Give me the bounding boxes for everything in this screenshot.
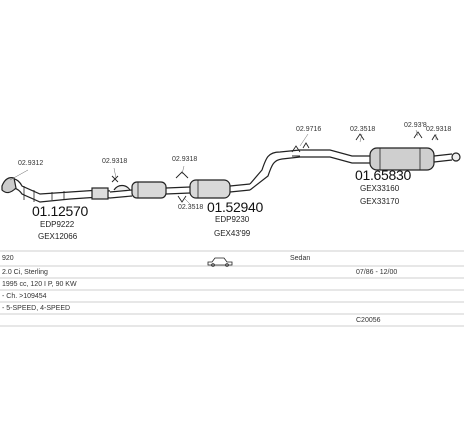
engine: 2.0 Ci, Sterling	[2, 269, 48, 276]
rear-silencer-drawing	[355, 131, 461, 171]
gearbox-note: - 5-SPEED, 4-SPEED	[2, 305, 71, 312]
middle-silencer-drawing	[109, 171, 251, 203]
leader-lines	[9, 129, 437, 205]
part-code: GEX12066	[38, 232, 78, 241]
front-pipe-drawing	[1, 177, 111, 203]
part-number: 01.12570	[32, 203, 88, 219]
fitting-code: 02.9318	[426, 126, 452, 133]
model-name: 920	[2, 255, 14, 262]
fitting-code: 02.3518	[350, 126, 376, 133]
part-code: EDP9230	[215, 215, 250, 224]
rear-pipe-drawing	[249, 142, 370, 191]
part-number: 01.52940	[207, 199, 263, 215]
car-icon	[207, 257, 233, 267]
production-period: 07/86 - 12/00	[356, 269, 398, 276]
part-code: GEX33160	[360, 184, 400, 193]
fitting-code: 02.9716	[296, 126, 322, 133]
fitting-code: 02.3518	[178, 204, 204, 211]
fitting-code: 02.9312	[18, 160, 44, 167]
catalog-code: C20056	[356, 317, 381, 324]
body-type: Sedan	[290, 255, 311, 262]
part-code: EDP9222	[40, 220, 75, 229]
engine-specs: 1995 cc, 120 I P, 90 KW	[2, 281, 77, 288]
chassis-note: - Ch. >109454	[2, 293, 47, 300]
part-code: GEX43'99	[214, 229, 251, 238]
part-code: GEX33170	[360, 197, 400, 206]
fitting-code: 02.9318	[172, 156, 198, 163]
fitting-code: 02.93'8	[404, 122, 427, 129]
fitting-code: 02.9318	[102, 158, 128, 165]
part-number: 01.65830	[355, 167, 411, 183]
